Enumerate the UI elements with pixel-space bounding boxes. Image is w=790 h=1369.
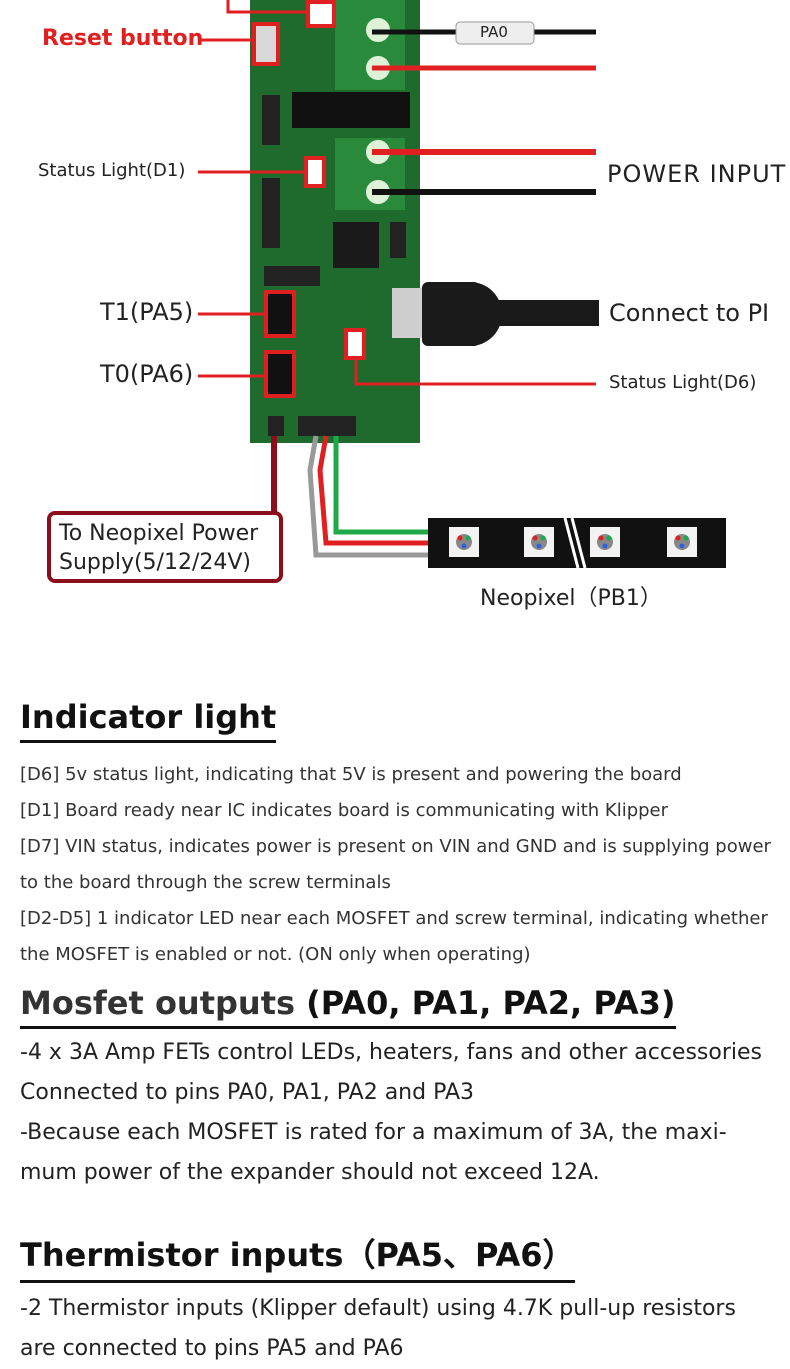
mosfet-line: -4 x 3A Amp FETs control LEDs, heaters, … — [20, 1040, 762, 1065]
mosfet-line: mum power of the expander should not exc… — [20, 1160, 600, 1185]
indicator-line: to the board through the screw terminals — [20, 872, 391, 893]
mosfet-block — [292, 92, 410, 128]
t0-connector — [264, 350, 296, 398]
mosfet-title-main: Mosfet outputs — [20, 984, 296, 1022]
indicator-line: [D1] Board ready near IC indicates board… — [20, 800, 669, 821]
mosfet-title-pins: (PA0, PA1, PA2, PA3) — [295, 984, 676, 1022]
indicator-title: Indicator light — [20, 698, 277, 743]
reset-button-label: Reset button — [42, 26, 204, 51]
indicator-section: Indicator light [D6] 5v status light, in… — [20, 698, 780, 973]
t0-label: T0(PA6) — [100, 360, 194, 388]
neopixel-led — [449, 527, 479, 557]
indicator-line: [D6] 5v status light, indicating that 5V… — [20, 764, 682, 785]
status-light-d6-label: Status Light(D6) — [609, 372, 757, 393]
thermistor-line: are connected to pins PA5 and PA6 — [20, 1336, 404, 1361]
wiring-diagram — [198, 0, 726, 569]
pa0-tag — [455, 21, 535, 45]
neopixel-label: Neopixel（PB1） — [480, 586, 662, 611]
status-led-d1 — [304, 156, 326, 188]
thermistor-title: Thermistor inputs（PA5、PA6） — [20, 1230, 575, 1283]
thermistor-line: -2 Thermistor inputs (Klipper default) u… — [20, 1296, 736, 1321]
ic-chip — [333, 222, 379, 268]
t1-label: T1(PA5) — [100, 298, 194, 326]
pa0-label: PA0 — [480, 23, 508, 41]
indicator-line: [D7] VIN status, indicates power is pres… — [20, 836, 771, 857]
mosfet-line: -Because each MOSFET is rated for a maxi… — [20, 1120, 727, 1145]
indicator-line: the MOSFET is enabled or not. (ON only w… — [20, 944, 531, 965]
status-led-d6 — [344, 328, 366, 360]
connect-to-pi-label: Connect to PI — [609, 299, 770, 327]
thermistor-section: Thermistor inputs（PA5、PA6） -2 Thermistor… — [20, 1230, 780, 1369]
power-input-label: POWER INPUT — [607, 160, 787, 188]
usb-port — [392, 288, 422, 338]
mosfet-title: Mosfet outputs (PA0, PA1, PA2, PA3) — [20, 984, 676, 1029]
t1-connector — [264, 290, 296, 338]
status-light-d1-label: Status Light(D1) — [38, 160, 186, 181]
mosfet-section: Mosfet outputs (PA0, PA1, PA2, PA3) -4 x… — [20, 984, 780, 1193]
reset-button-part — [252, 22, 280, 66]
indicator-line: [D2-D5] 1 indicator LED near each MOSFET… — [20, 908, 768, 929]
neopixel-power-box: To Neopixel Power Supply(5/12/24V) — [47, 511, 283, 583]
mosfet-line: Connected to pins PA0, PA1, PA2 and PA3 — [20, 1080, 474, 1105]
